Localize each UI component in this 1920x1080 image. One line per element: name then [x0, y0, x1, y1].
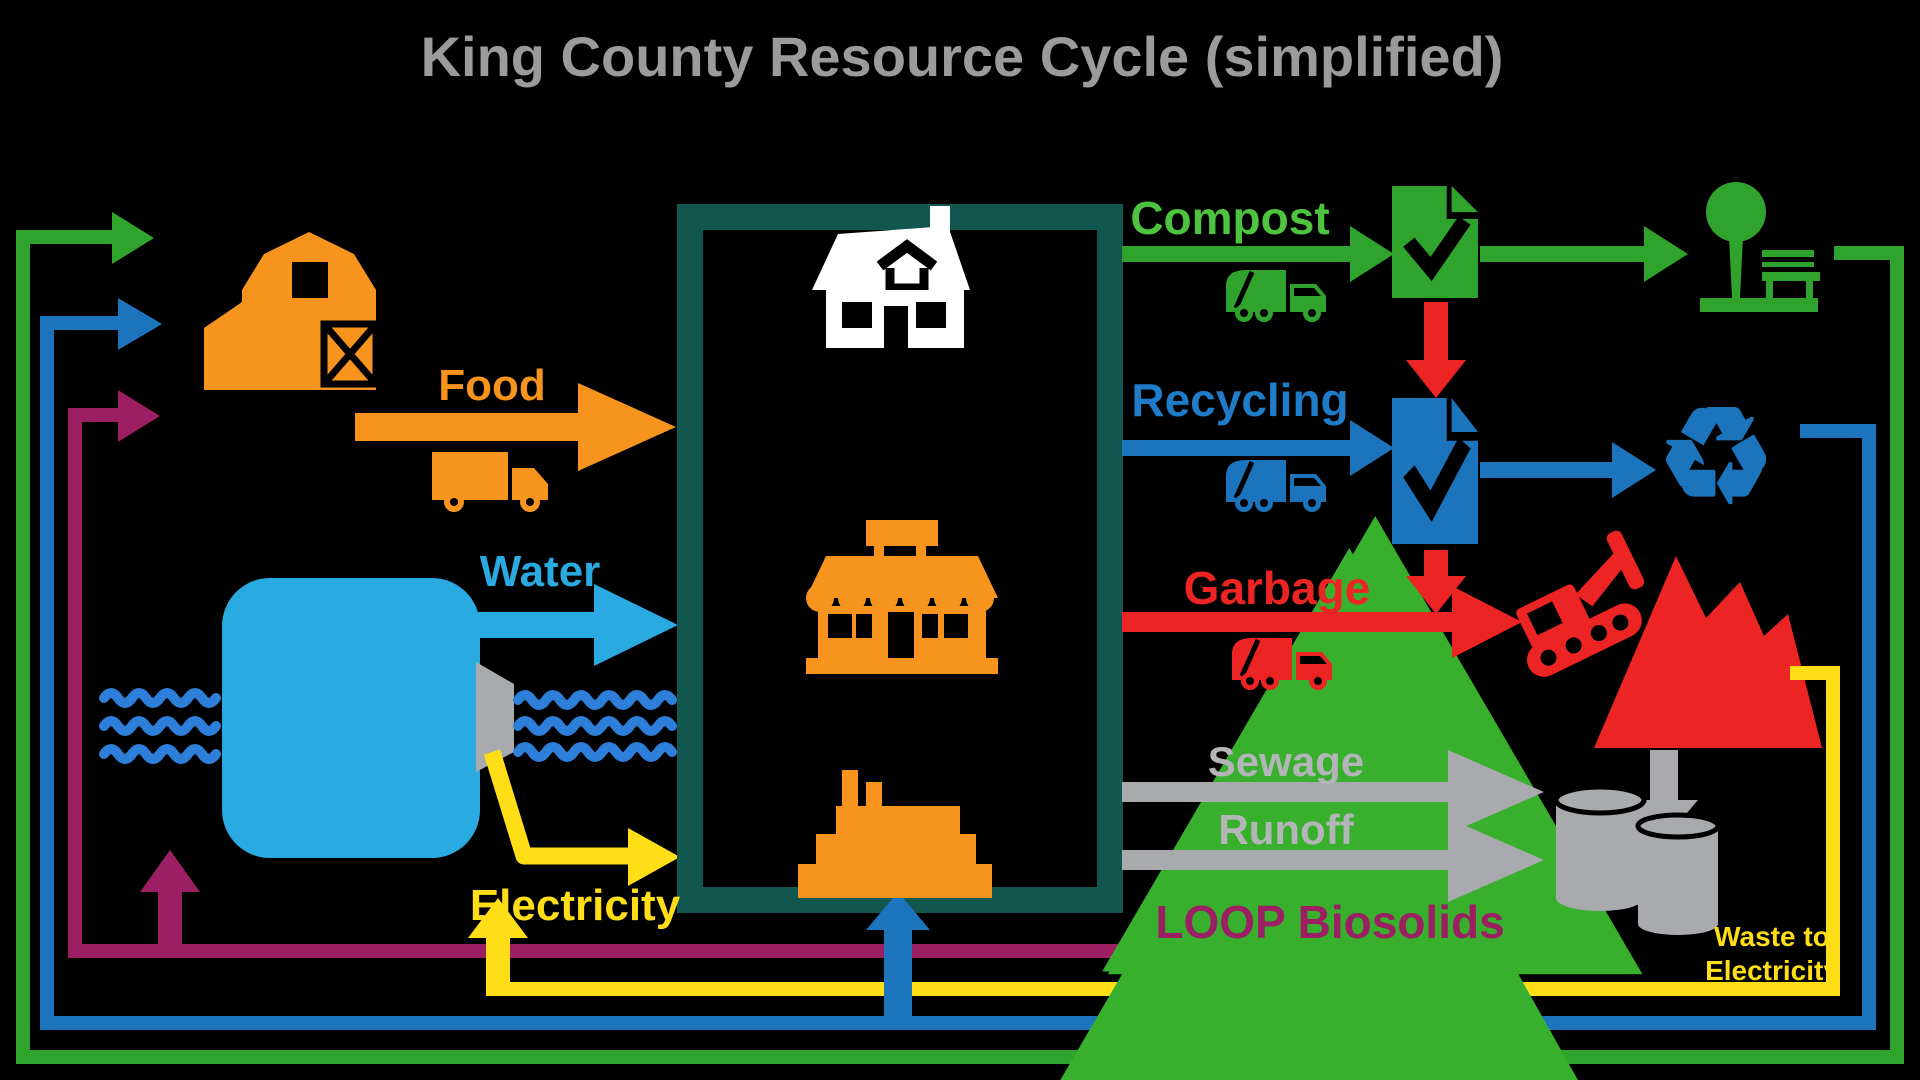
recycling-to-symbol-arrow: [1480, 442, 1656, 498]
barn-icon: [204, 232, 380, 390]
blue-loop-bottom: [40, 1016, 1876, 1030]
water-label: Water: [480, 547, 601, 596]
loop-biosolids-label: LOOP Biosolids: [1155, 896, 1504, 948]
store-icon: [806, 520, 998, 674]
electricity-arrow: [483, 749, 680, 886]
reject-arrow-compost-to-recycling: [1406, 302, 1466, 398]
reject-arrow-recycling-to-garbage: [1406, 550, 1466, 614]
recycling-arrow: [1122, 420, 1394, 476]
digester-tanks-icon: [1553, 784, 1721, 935]
biosolids-left-arrow: [68, 390, 160, 958]
sewage-arrow: [1122, 750, 1544, 834]
landfill-mountain-icon: [1594, 556, 1822, 748]
green-loop-bottom: [16, 1050, 1904, 1064]
blue-loop-left-arrow: [40, 298, 162, 1030]
compost-truck-icon: [1226, 270, 1326, 322]
garbage-arrow: [1122, 586, 1522, 658]
reservoir: [222, 578, 480, 858]
yellow-up-arrow: [468, 898, 528, 996]
river-waves-right: [513, 690, 677, 762]
park-icon: [1700, 182, 1820, 312]
sewage-label: Sewage: [1208, 738, 1364, 785]
electricity-label: Electricity: [470, 881, 681, 930]
recycling-document-icon: [1392, 398, 1478, 544]
bulldozer-icon: [1516, 530, 1645, 677]
blue-loop-right: [1862, 424, 1876, 1030]
garbage-label: Garbage: [1184, 562, 1371, 614]
delivery-truck-icon: [432, 452, 548, 512]
compost-document-icon: [1392, 186, 1478, 298]
dam-icon: [476, 662, 514, 772]
runoff-label: Runoff: [1218, 806, 1354, 853]
green-loop-left-arrow: [16, 212, 154, 1064]
page-title: King County Resource Cycle (simplified): [421, 25, 1504, 88]
recycling-label: Recycling: [1131, 374, 1348, 426]
compost-label: Compost: [1130, 192, 1329, 244]
compost-to-park-arrow: [1480, 226, 1688, 282]
water-arrow: [478, 584, 678, 666]
green-loop-right: [1890, 246, 1904, 1064]
food-label: Food: [438, 361, 546, 410]
yellow-right: [1826, 666, 1840, 996]
waste-to-electricity-label-line2: Electricity: [1705, 955, 1839, 986]
blue-return-city-arrow: [866, 892, 930, 1016]
recycle-icon: ♻︎: [1657, 383, 1775, 530]
green-loop-top-stub: [1834, 246, 1894, 260]
food-arrow: [355, 383, 676, 471]
compost-arrow: [1122, 226, 1394, 282]
recycling-truck-icon: [1226, 460, 1326, 512]
runoff-arrow: [1122, 818, 1544, 902]
blue-loop-top-stub: [1800, 424, 1862, 438]
river-waves-left: [99, 688, 221, 764]
factory-icon: [798, 770, 992, 898]
waste-to-electricity-label-line1: Waste to: [1714, 921, 1830, 952]
house-icon: [812, 206, 970, 348]
biosolids-forest-arrow: [140, 850, 200, 944]
yellow-top-stub: [1790, 666, 1840, 680]
